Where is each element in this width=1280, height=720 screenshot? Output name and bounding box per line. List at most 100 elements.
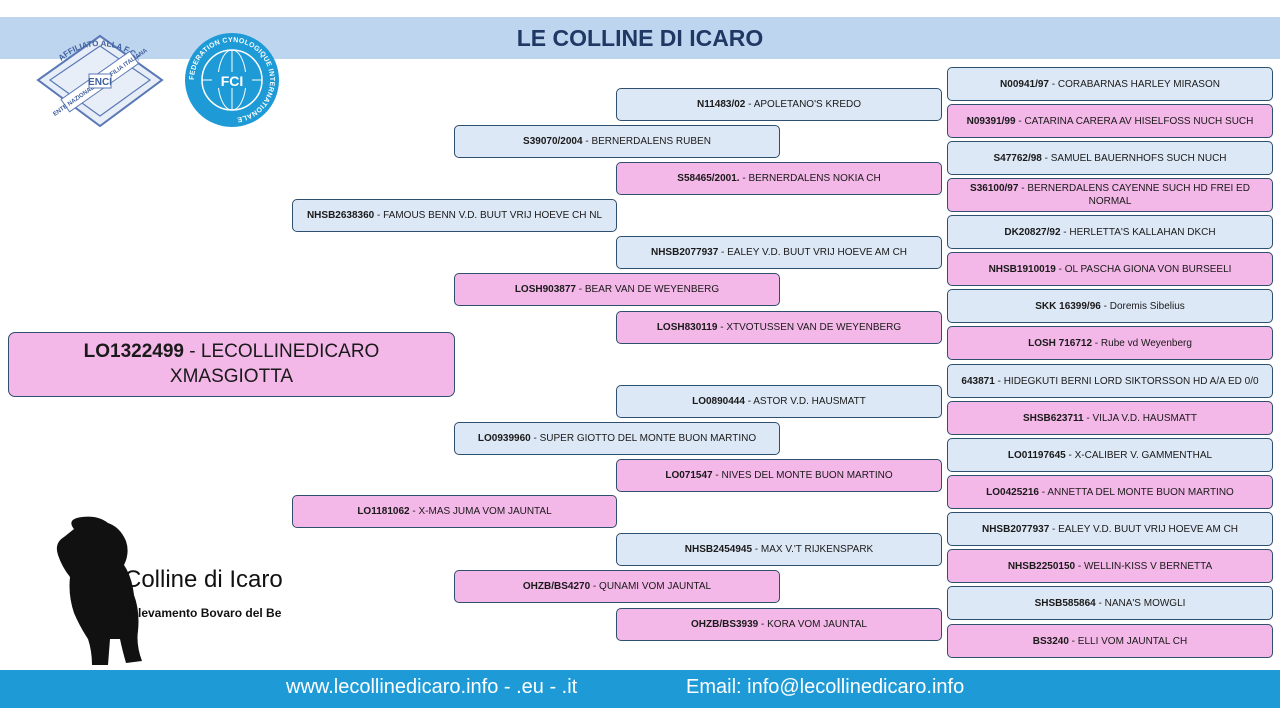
pedigree-separator: - xyxy=(1065,449,1075,461)
pedigree-reg: N09391/99 xyxy=(966,115,1016,127)
pedigree-gg-grandparent: N09391/99 - CATARINA CARERA AV HISELFOSS… xyxy=(947,104,1273,138)
pedigree-great-grandparent: NHSB2454945 - MAX V.'T RIJKENSPARK xyxy=(616,533,942,566)
pedigree-separator: - xyxy=(758,619,768,630)
pedigree-great-grandparent: N11483/02 - APOLETANO'S KREDO xyxy=(616,88,942,121)
pedigree-gg-grandparent: LO01197645 - X-CALIBER V. GAMMENTHAL xyxy=(947,438,1273,472)
pedigree-separator: - xyxy=(745,99,754,110)
pedigree-separator: - xyxy=(1049,523,1059,535)
pedigree-dog-name: LECOLLINEDICARO XMASGIOTTA xyxy=(169,340,380,387)
pedigree-dog-name: SUPER GIOTTO DEL MONTE BUON MARTINO xyxy=(539,433,757,444)
pedigree-separator: - xyxy=(582,136,592,147)
pedigree-sire: NHSB2638360 - FAMOUS BENN V.D. BUUT VRIJ… xyxy=(292,199,617,232)
pedigree-dog-name: EALEY V.D. BUUT VRIJ HOEVE AM CH xyxy=(727,247,908,258)
pedigree-separator: - xyxy=(1100,300,1110,312)
pedigree-dog-name: APOLETANO'S KREDO xyxy=(753,99,862,110)
pedigree-gg-grandparent: S36100/97 - BERNERDALENS CAYENNE SUCH HD… xyxy=(947,178,1273,212)
kennel-subtitle: Allevamento Bovaro del Bernese xyxy=(126,606,282,620)
pedigree-great-grandparent: LOSH830119 - XTVOTUSSEN VAN DE WEYENBERG xyxy=(616,311,942,344)
pedigree-reg: LO0890444 xyxy=(692,396,745,407)
pedigree-reg: 643871 xyxy=(961,375,995,387)
pedigree-separator: - xyxy=(712,470,722,481)
pedigree-dog-name: NIVES DEL MONTE BUON MARTINO xyxy=(721,470,893,481)
pedigree-separator: - xyxy=(1038,486,1048,498)
pedigree-dog-name: BEAR VAN DE WEYENBERG xyxy=(584,284,720,295)
pedigree-reg: NHSB2250150 xyxy=(1007,560,1076,572)
pedigree-reg: OHZB/BS4270 xyxy=(522,581,591,592)
pedigree-great-grandparent: LO071547 - NIVES DEL MONTE BUON MARTINO xyxy=(616,459,942,492)
pedigree-gg-grandparent: NHSB2077937 - EALEY V.D. BUUT VRIJ HOEVE… xyxy=(947,512,1273,546)
kennel-name-le: Le xyxy=(94,566,122,593)
pedigree-dog-name: SAMUEL BAUERNHOFS SUCH NUCH xyxy=(1050,152,1227,164)
pedigree-separator: - xyxy=(744,396,754,407)
pedigree-separator: - xyxy=(530,433,540,444)
pedigree-reg: N00941/97 xyxy=(1000,78,1049,90)
pedigree-dog-name: CATARINA CARERA AV HISELFOSS NUCH SUCH xyxy=(1024,115,1254,127)
pedigree-reg: NHSB2077937 xyxy=(981,523,1050,535)
kennel-logo: Le Colline di Icaro Allevamento Bovaro d… xyxy=(56,516,282,665)
enci-logo: AFFILIATO ALLA F.C.I. ENTE NAZIONALE CIN… xyxy=(36,34,164,128)
pedigree-reg: SHSB585864 xyxy=(1034,597,1096,609)
pedigree-separator: - xyxy=(1018,183,1028,194)
pedigree-gg-grandparent: SKK 16399/96 - Doremis Sibelius xyxy=(947,289,1273,323)
pedigree-separator: - xyxy=(1060,226,1070,238)
pedigree-separator: - xyxy=(717,322,727,333)
pedigree-reg: LO1322499 xyxy=(83,340,184,362)
pedigree-reg: LO071547 xyxy=(665,470,713,481)
pedigree-gg-grandparent: NHSB2250150 - WELLIN-KISS V BERNETTA xyxy=(947,549,1273,583)
fci-center-text: FCI xyxy=(221,73,244,89)
pedigree-separator: - xyxy=(752,544,761,555)
pedigree-reg: NHSB2638360 xyxy=(306,210,375,221)
pedigree-reg: SHSB623711 xyxy=(1023,412,1084,424)
pedigree-separator: - xyxy=(1015,115,1025,127)
pedigree-dog-name: CORABARNAS HARLEY MIRASON xyxy=(1057,78,1220,90)
pedigree-dog-name: ELLI VOM JAUNTAL CH xyxy=(1077,635,1188,647)
kennel-name: Colline di Icaro xyxy=(124,566,282,593)
pedigree-dog-name: VILJA V.D. HAUSMATT xyxy=(1092,412,1197,424)
pedigree-dog-name: Rube vd Weyenberg xyxy=(1100,337,1192,349)
pedigree-dog-name: XTVOTUSSEN VAN DE WEYENBERG xyxy=(726,322,902,333)
pedigree-reg: S39070/2004 xyxy=(523,136,583,147)
pedigree-separator: - xyxy=(1095,597,1105,609)
footer-website-link[interactable]: www.lecollinedicaro.info - .eu - .it xyxy=(286,676,578,698)
pedigree-dam: LO1181062 - X-MAS JUMA VOM JAUNTAL xyxy=(292,495,617,528)
pedigree-great-grandparent: S58465/2001. - BERNERDALENS NOKIA CH xyxy=(616,162,942,195)
pedigree-grandparent: S39070/2004 - BERNERDALENS RUBEN xyxy=(454,125,780,158)
pedigree-reg: LO0939960 xyxy=(477,433,531,444)
footer-email-link[interactable]: Email: info@lecollinedicaro.info xyxy=(686,676,965,698)
pedigree-dog-name: Doremis Sibelius xyxy=(1109,300,1185,312)
pedigree-reg: LO01197645 xyxy=(1007,449,1066,461)
pedigree-gg-grandparent: BS3240 - ELLI VOM JAUNTAL CH xyxy=(947,624,1273,658)
pedigree-reg: BS3240 xyxy=(1032,635,1069,647)
pedigree-reg: OHZB/BS3939 xyxy=(691,619,759,630)
enci-center-text: ENCI xyxy=(88,77,112,88)
pedigree-separator: - xyxy=(718,247,728,258)
fci-logo: FEDERATION CYNOLOGIQUE INTERNATIONALE FC… xyxy=(185,33,279,127)
pedigree-separator: - xyxy=(1068,635,1078,647)
pedigree-reg: NHSB2454945 xyxy=(684,544,753,555)
pedigree-dog-name: FAMOUS BENN V.D. BUUT VRIJ HOEVE CH NL xyxy=(383,210,603,221)
pedigree-dog-name: EALEY V.D. BUUT VRIJ HOEVE AM CH xyxy=(1058,523,1239,535)
pedigree-reg: S47762/98 xyxy=(993,152,1042,164)
pedigree-reg: S36100/97 xyxy=(970,183,1019,194)
footer-bar xyxy=(0,670,1280,708)
pedigree-reg: S58465/2001. xyxy=(677,173,740,184)
pedigree-reg: LOSH903877 xyxy=(514,284,576,295)
pedigree-reg: DK20827/92 xyxy=(1004,226,1061,238)
pedigree-separator: - xyxy=(575,284,585,295)
pedigree-dog-name: OL PASCHA GIONA VON BURSEELI xyxy=(1064,263,1232,275)
dog-silhouette-icon xyxy=(56,516,142,665)
pedigree-great-grandparent: OHZB/BS3939 - KORA VOM JAUNTAL xyxy=(616,608,942,641)
pedigree-separator: - xyxy=(590,581,600,592)
pedigree-separator: - xyxy=(409,506,419,517)
pedigree-reg: LOSH 716712 xyxy=(1028,337,1093,349)
pedigree-separator: - xyxy=(994,375,1004,387)
pedigree-dog-name: ANNETTA DEL MONTE BUON MARTINO xyxy=(1047,486,1234,498)
pedigree-grandparent: OHZB/BS4270 - QUNAMI VOM JAUNTAL xyxy=(454,570,780,603)
pedigree-dog-name: QUNAMI VOM JAUNTAL xyxy=(599,581,712,592)
pedigree-dog-name: NANA'S MOWGLI xyxy=(1104,597,1186,609)
pedigree-dog-name: HIDEGKUTI BERNI LORD SIKTORSSON HD A/A E… xyxy=(1003,375,1259,387)
pedigree-gg-grandparent: NHSB1910019 - OL PASCHA GIONA VON BURSEE… xyxy=(947,252,1273,286)
pedigree-dog-name: HERLETTA'S KALLAHAN DKCH xyxy=(1069,226,1216,238)
pedigree-grandparent: LO0939960 - SUPER GIOTTO DEL MONTE BUON … xyxy=(454,422,780,455)
pedigree-separator: - xyxy=(184,340,201,362)
